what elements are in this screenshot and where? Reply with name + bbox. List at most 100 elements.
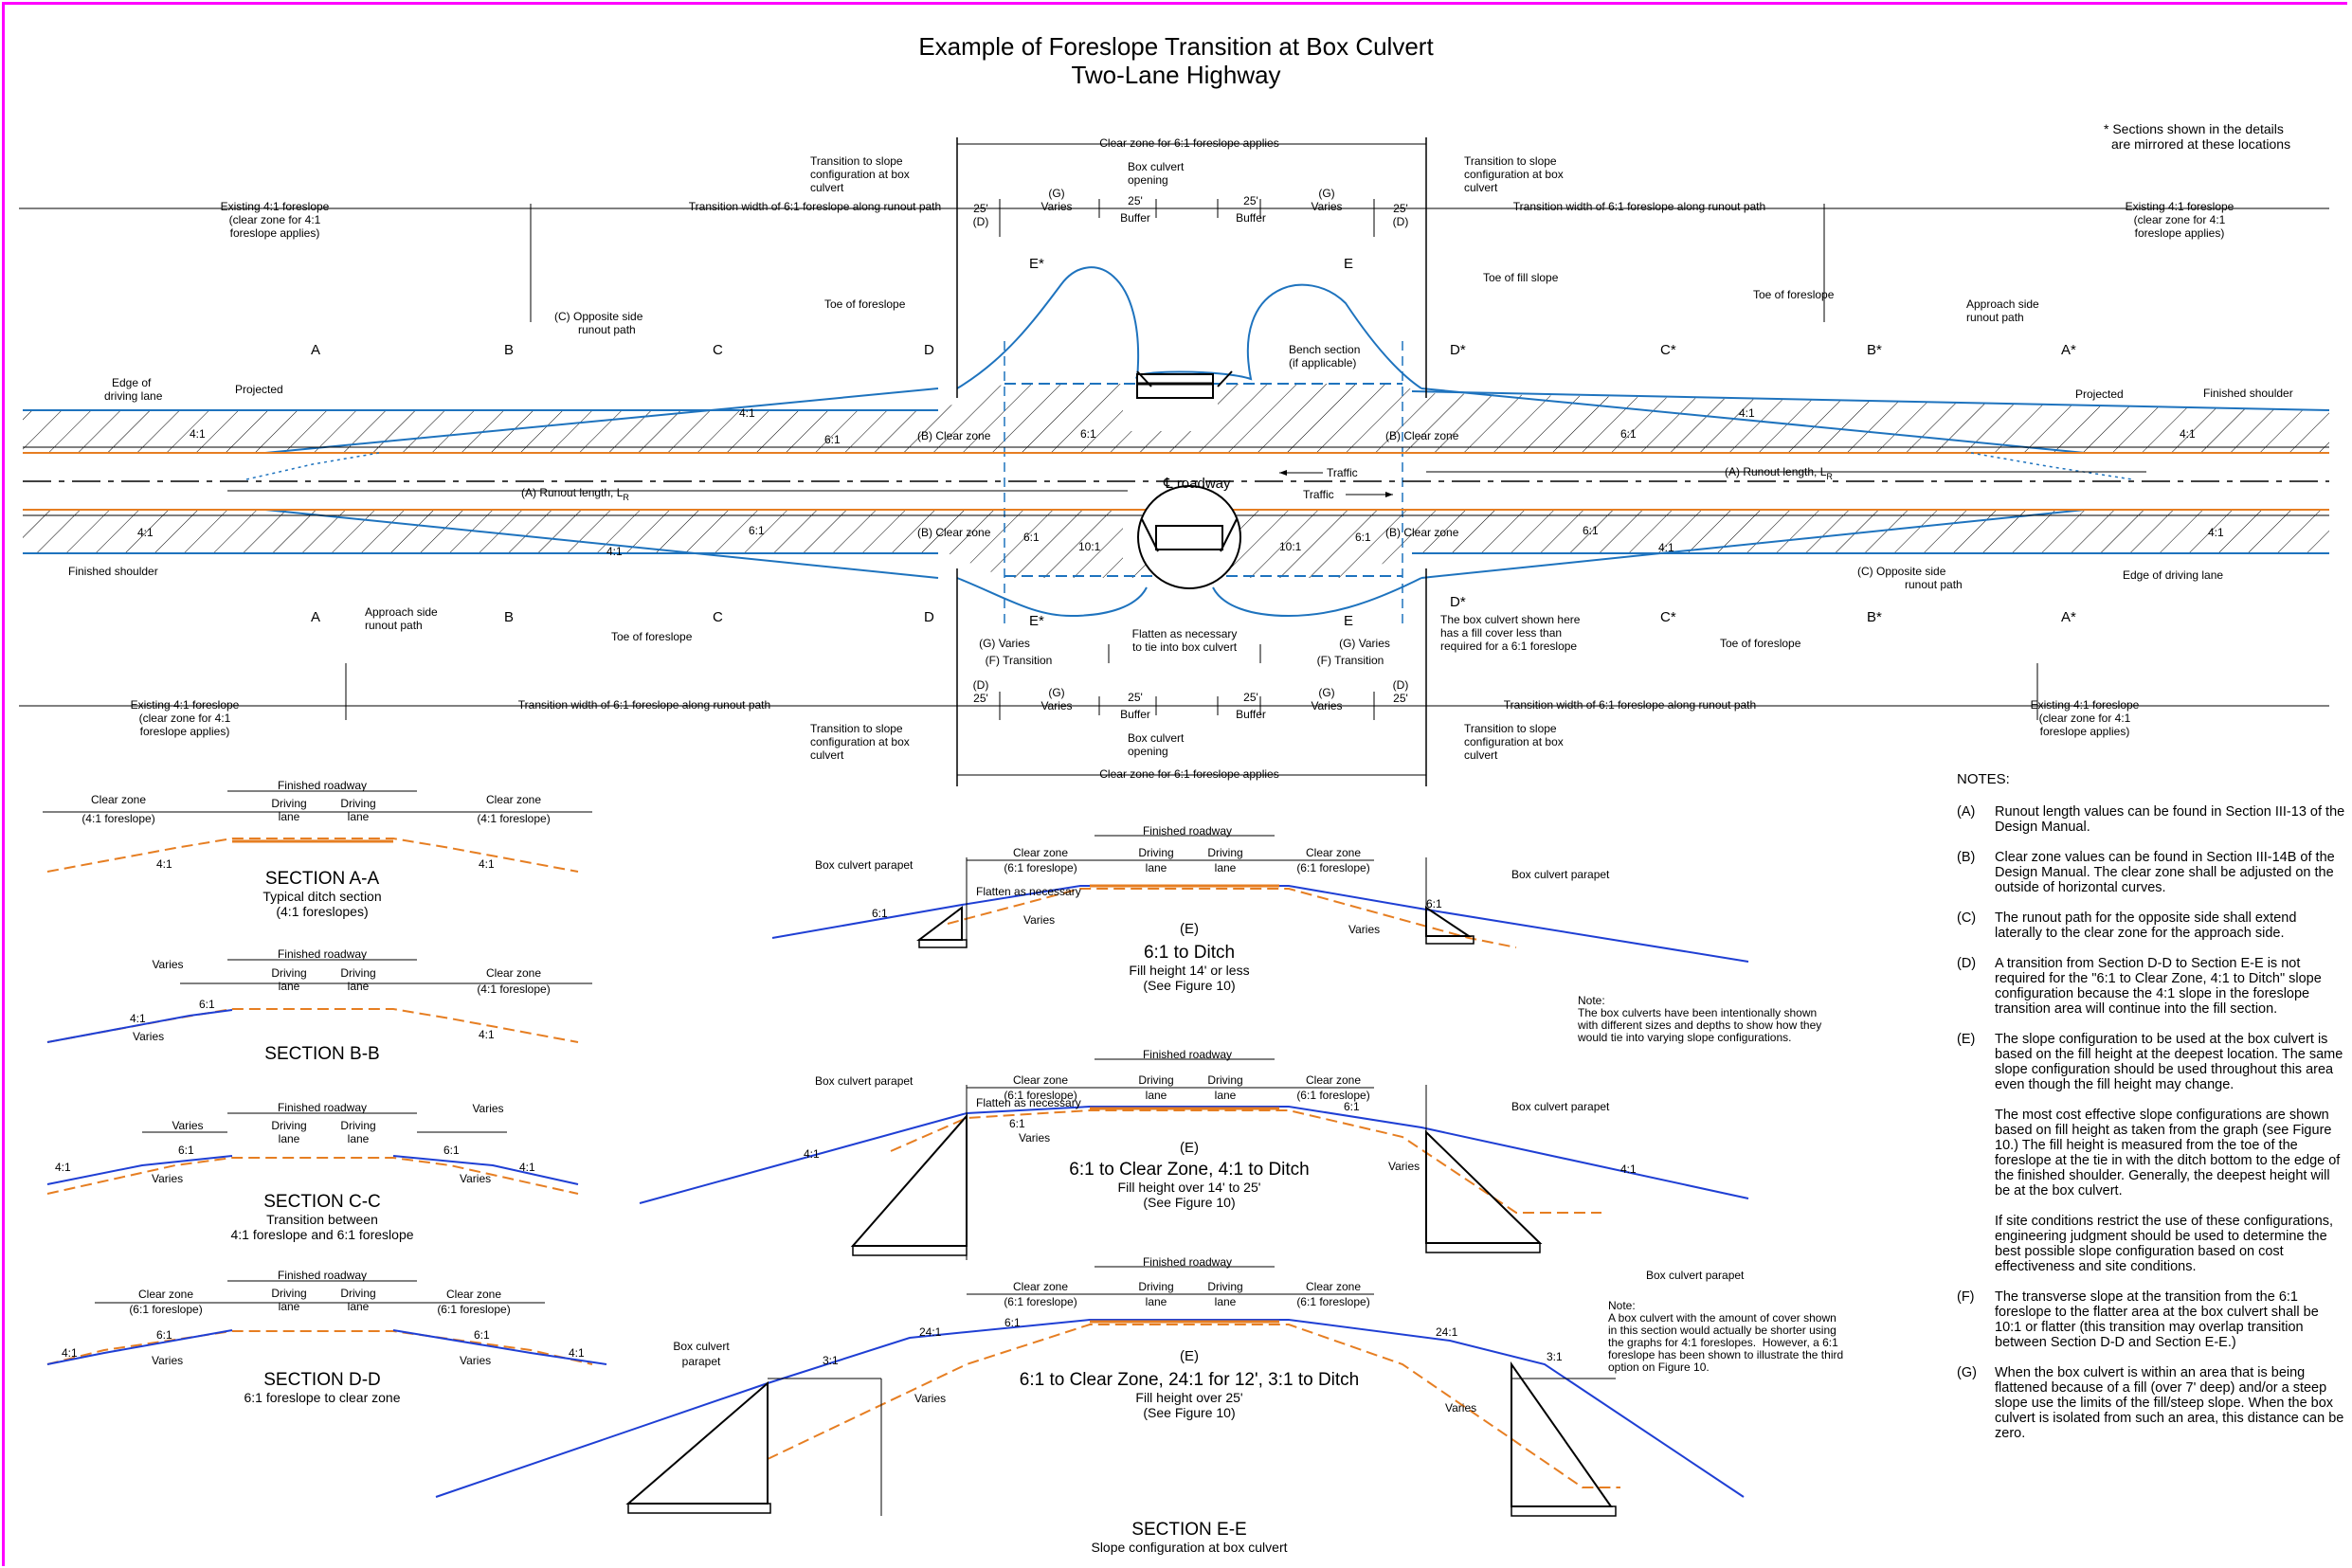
traffic-bottom: Traffic <box>1303 488 1334 501</box>
dim-d-bl: (D) <box>973 678 989 692</box>
runout-right: (A) Runout length, LR <box>1725 465 1833 481</box>
note-f-label: (F) <box>1957 1289 1975 1305</box>
dim-varies-tr: Varies <box>1311 200 1342 213</box>
aa-fr: Finished roadway <box>278 779 367 792</box>
e1-label: (E) <box>1180 921 1199 937</box>
existing-41-tl-1: Existing 4:1 foreslope <box>221 200 330 213</box>
asterisk-note-line-2: are mirrored at these locations <box>2111 136 2291 152</box>
e3-drv1: Driving <box>1138 1280 1173 1293</box>
approach-tr-1: Approach side <box>1966 297 2039 311</box>
r-61-1: 6:1 <box>824 433 841 446</box>
dim-25-buf-tl: 25' <box>1128 194 1143 207</box>
e2-r1: 4:1 <box>804 1147 820 1161</box>
e2-cz1: Clear zone <box>1013 1073 1068 1087</box>
e3-cz1: Clear zone <box>1013 1280 1068 1293</box>
e3-parapet-l-2: parapet <box>682 1355 721 1368</box>
marker-c-top: C <box>713 342 723 358</box>
plan-view: Clear zone for 6:1 foreslope applies Cle… <box>19 136 2330 786</box>
flatten-plan-1: Flatten as necessary <box>1132 627 1238 640</box>
e3-parapet-l-1: Box culvert <box>673 1340 730 1353</box>
r-41-8: 4:1 <box>2208 526 2224 539</box>
flatten-plan-2: to tie into box culvert <box>1132 640 1238 654</box>
transition-box-br-2: configuration at box <box>1464 735 1564 748</box>
existing-41-bl-1: Existing 4:1 foreslope <box>131 698 240 712</box>
e2-sub2: (See Figure 10) <box>1143 1195 1235 1210</box>
e2-title: 6:1 to Clear Zone, 4:1 to Ditch <box>1069 1160 1309 1180</box>
transition-box-tl-2: configuration at box <box>810 168 910 181</box>
dd-cz1: Clear zone <box>138 1288 193 1301</box>
ee-sub1: Slope configuration at box culvert <box>1091 1540 1287 1555</box>
transition-width-bl: Transition width of 6:1 foreslope along … <box>518 698 770 712</box>
dim-d-tr: (D) <box>1393 215 1409 228</box>
aa-lane1: lane <box>279 810 300 823</box>
box-opening-bot-1: Box culvert <box>1128 731 1185 745</box>
marker-bstar-top: B* <box>1867 342 1882 358</box>
blue-toe-transition-bot-left <box>264 509 939 579</box>
bench-2: (if applicable) <box>1289 356 1356 369</box>
e3-r31-l: 3:1 <box>823 1354 839 1367</box>
r-41-2: 4:1 <box>739 406 755 420</box>
runout-left: (A) Runout length, LR <box>521 486 629 502</box>
opp-side-br-1: (C) Opposite side <box>1857 565 1946 578</box>
fill-slope-bottom <box>956 577 1422 618</box>
mid-note-text: Note: The box culverts have been intenti… <box>1578 994 1822 1044</box>
e2-drv1: Driving <box>1138 1073 1173 1087</box>
r-61-7: 6:1 <box>1583 524 1599 537</box>
approach-tr-2: runout path <box>1966 311 2024 324</box>
section-e1: Clear zone (6:1 foreslope) Clear zone (6… <box>771 824 1749 993</box>
asterisk-note-line-1: * Sections shown in the details <box>2104 121 2284 136</box>
section-e3: Clear zone (6:1 foreslope) Clear zone (6… <box>435 1255 1745 1555</box>
e1-fr: Finished roadway <box>1143 824 1232 838</box>
dim-25-tl: 25' <box>973 202 988 215</box>
e2-cz2-sub: (6:1 foreslope) <box>1296 1089 1369 1102</box>
existing-41-tr-2: (clear zone for 4:1 <box>2134 213 2226 226</box>
opp-side-br-2: runout path <box>1905 578 1963 591</box>
r-61-2: 6:1 <box>1080 427 1096 441</box>
e2-label: (E) <box>1180 1140 1199 1156</box>
cl-roadway: ℄ roadway <box>1163 476 1231 492</box>
existing-41-tl-2: (clear zone for 4:1 <box>229 213 321 226</box>
note-f-text: The transverse slope at the transition f… <box>1995 1289 2319 1350</box>
marker-b-top: B <box>504 342 514 358</box>
cc-varies3: Varies <box>152 1172 183 1185</box>
dd-sub1: 6:1 foreslope to clear zone <box>244 1390 401 1405</box>
box-opening-top-1: Box culvert <box>1128 160 1185 173</box>
dd-r4: 4:1 <box>569 1346 585 1360</box>
box-note-3: required for a 6:1 foreslope <box>1440 640 1577 653</box>
cc-drv2: Driving <box>340 1119 375 1132</box>
dim-25-buf-bl: 25' <box>1128 691 1143 704</box>
e1-flatten: Flatten as necessary <box>976 885 1081 898</box>
e1-lane2: lane <box>1215 861 1237 874</box>
dd-lane2: lane <box>348 1300 370 1313</box>
bb-cz: Clear zone <box>486 966 541 980</box>
transition-box-tr-1: Transition to slope <box>1464 154 1557 168</box>
note-a: (A)Runout length values can be found in … <box>1957 804 2345 835</box>
aa-title: SECTION A-A <box>265 869 380 889</box>
blue-toe-transition-top-right <box>1420 387 2086 454</box>
title-line-2: Two-Lane Highway <box>1071 61 1281 89</box>
bb-drv1: Driving <box>271 966 306 980</box>
bb-drv2: Driving <box>340 966 375 980</box>
dd-varies1: Varies <box>152 1354 183 1367</box>
dim-varies-br: Varies <box>1311 699 1342 712</box>
marker-cstar-bot: C* <box>1660 609 1676 625</box>
cc-varies2: Varies <box>472 1102 503 1115</box>
transition-width-tl: Transition width of 6:1 foreslope along … <box>689 200 941 213</box>
dd-r2: 6:1 <box>156 1328 172 1342</box>
e1-parapet-l: Box culvert parapet <box>815 858 914 872</box>
existing-41-bl-3: foreslope applies) <box>140 725 230 738</box>
e3-r31-r: 3:1 <box>1547 1350 1563 1363</box>
e1-r1: 6:1 <box>872 907 888 920</box>
aa-cz-left: Clear zone <box>91 793 146 806</box>
note-f: (F) The transverse slope at the transitio… <box>1957 1289 2345 1350</box>
aa-cz-right-sub: (4:1 foreslope) <box>477 812 550 825</box>
e1-cz2: Clear zone <box>1306 846 1361 859</box>
e1-r2: 6:1 <box>1426 897 1442 910</box>
e3-parapet-r: Box culvert parapet <box>1646 1269 1745 1282</box>
note-e-para-1: The most cost effective slope configurat… <box>1995 1108 2341 1199</box>
cc-lane2: lane <box>348 1132 370 1145</box>
traffic-top: Traffic <box>1327 466 1358 479</box>
aa-cz-left-sub: (4:1 foreslope) <box>81 812 154 825</box>
marker-a-top: A <box>311 342 320 358</box>
